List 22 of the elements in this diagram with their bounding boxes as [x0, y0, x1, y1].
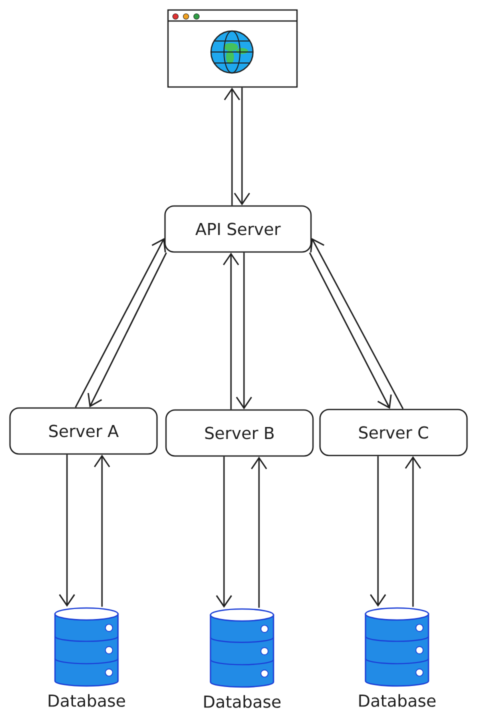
arrow [309, 252, 392, 409]
arrow [94, 454, 110, 607]
process-box: Server C [319, 408, 468, 456]
process-box: API Server [164, 205, 312, 253]
node-label: Database [359, 694, 436, 707]
arrow [58, 454, 76, 607]
arrow [216, 456, 232, 608]
node-label: Database [204, 695, 280, 708]
process-box: Server A [9, 407, 158, 455]
browser-window-icon [167, 9, 298, 88]
arrow [250, 456, 268, 608]
arrow [310, 238, 404, 410]
arrow [234, 88, 250, 206]
arrow [224, 88, 240, 206]
arrow [370, 456, 386, 607]
arrow [74, 238, 166, 408]
arrow [404, 456, 422, 607]
node-label: Database [48, 694, 125, 707]
arrow [236, 252, 252, 410]
arrow [88, 252, 167, 408]
arrow [222, 252, 240, 410]
process-box: Server B [165, 409, 314, 457]
